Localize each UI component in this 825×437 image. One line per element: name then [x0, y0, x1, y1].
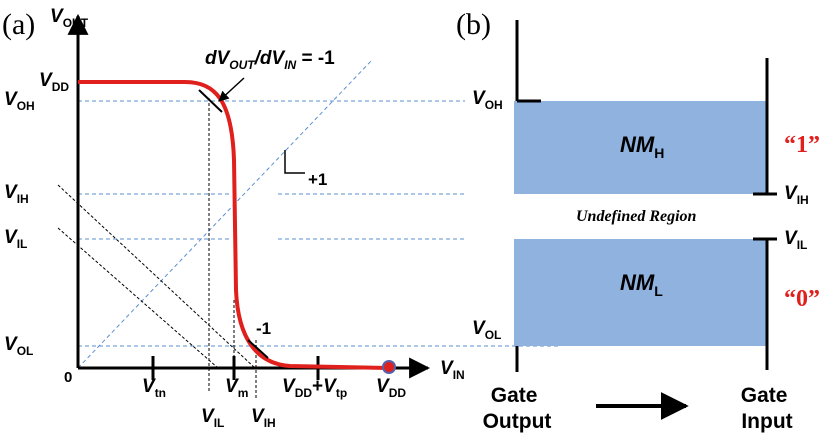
x-label-vdd: VDD [376, 376, 406, 400]
slope-label: dVOUT/dVIN = -1 [205, 48, 335, 72]
x-label-vih: VIH [251, 406, 276, 430]
unity-gain-line [77, 59, 373, 369]
panel-b: (b) NMH NML Undefined Region “1” “0” VOH… [456, 8, 820, 433]
y-label-voh: VOH [4, 89, 35, 113]
nm-low-label: NML [620, 270, 663, 299]
b-label-vol: VOL [472, 318, 501, 342]
y-label-vih: VIH [4, 182, 29, 206]
y-label-vil: VIL [4, 227, 27, 251]
slope-tangent-top [198, 89, 223, 113]
b-label-vil: VIL [784, 228, 807, 252]
y-label-vdd: VDD [39, 70, 69, 94]
vtc-curve [78, 80, 391, 370]
logic-one-label: “1” [784, 132, 820, 158]
origin-label: 0 [64, 369, 72, 386]
x-label-vm: Vm [225, 376, 248, 400]
minus-one-label: -1 [256, 319, 271, 338]
x-label-vtn: Vtn [142, 376, 166, 400]
x-axis-label: VIN [440, 358, 465, 382]
vdd-point [382, 360, 396, 374]
b-label-vih: VIH [784, 183, 809, 207]
gate-output-caption: Gate Output [483, 384, 552, 433]
y-axis-label: VOUT [50, 6, 89, 30]
nm-high-band [514, 101, 767, 194]
projection-lines [57, 98, 257, 398]
nm-high-label: NMH [620, 132, 664, 161]
logic-zero-label: “0” [784, 286, 820, 312]
x-label-vdd-plus-vtp: VDD+Vtp [282, 376, 347, 400]
b-label-voh: VOH [472, 88, 503, 112]
slope-pointer [218, 77, 245, 102]
gate-input-caption: Gate Input [741, 384, 794, 433]
nmos-line-1 [57, 184, 256, 369]
x-label-vil: VIL [201, 406, 224, 430]
panel-a: (a) [2, 6, 560, 430]
nmos-line-2 [57, 227, 219, 369]
plus-one-label: +1 [308, 170, 327, 189]
panel-a-tag: (a) [2, 8, 35, 41]
undefined-region-label: Undefined Region [576, 208, 697, 225]
panel-b-tag: (b) [456, 8, 491, 41]
slope-tangent-bottom [247, 339, 269, 359]
nm-low-band [514, 239, 767, 346]
dashed-guides [77, 59, 560, 369]
y-label-vol: VOL [4, 334, 33, 358]
unity-slope-triangle [284, 150, 305, 174]
